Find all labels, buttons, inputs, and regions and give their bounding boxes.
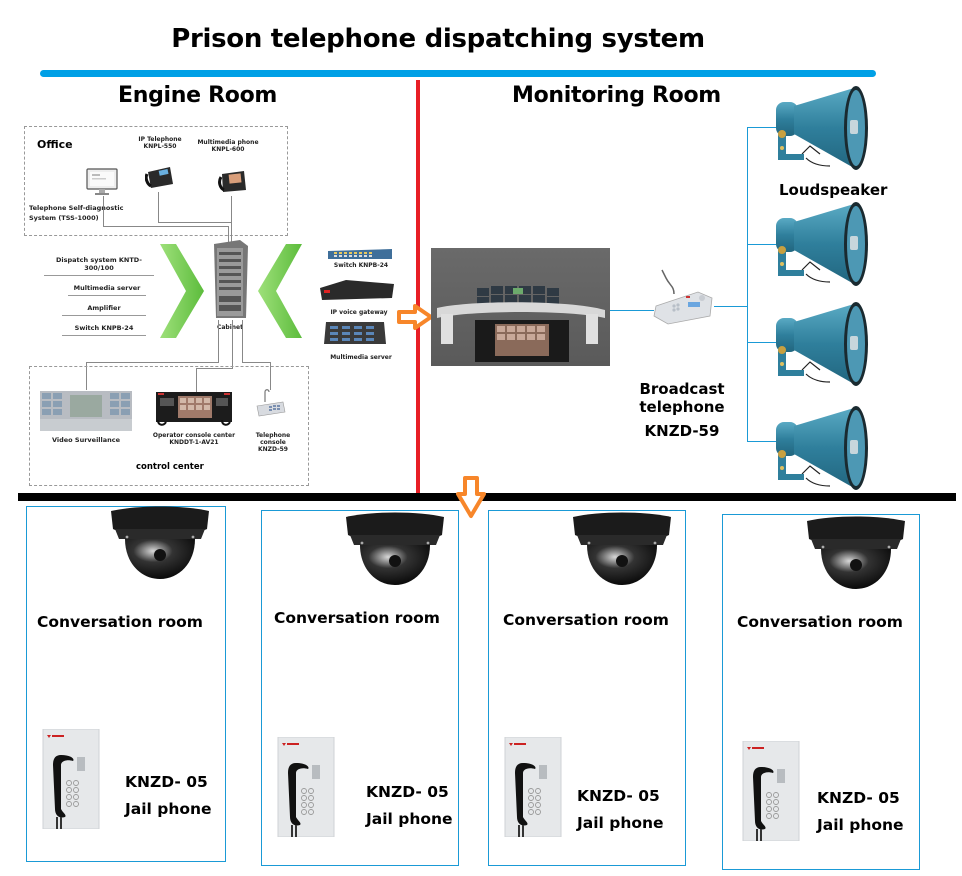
connector-line xyxy=(747,244,777,245)
dome-camera-icon xyxy=(107,505,213,585)
dome-camera-icon xyxy=(803,515,909,595)
operator-console-label: Operator console center KNDDT-1-AV21 xyxy=(152,432,236,446)
conversation-room: Conversation room KNZD- 05 Jail phone xyxy=(722,514,920,870)
jail-phone-label: KNZD- 05 Jail phone xyxy=(366,779,453,833)
arrow-down-icon xyxy=(456,476,486,520)
jail-phone-model: KNZD- 05 xyxy=(366,783,449,801)
computer-monitor-icon xyxy=(86,168,118,196)
cabinet-component-list: Dispatch system KNTD-300/100 Multimedia … xyxy=(44,256,154,336)
broadcast-telephone-icon xyxy=(652,266,714,328)
connector-line xyxy=(103,196,104,226)
jail-phone-label: KNZD- 05 Jail phone xyxy=(817,785,904,839)
connector-line xyxy=(86,362,219,363)
connector-line xyxy=(86,362,87,390)
voice-gateway-icon xyxy=(318,278,396,302)
telephone-console-icon xyxy=(255,388,287,418)
dome-camera-icon xyxy=(342,511,448,591)
connector-line xyxy=(242,362,270,363)
ip-phone-icon xyxy=(144,164,175,190)
loudspeaker-icon xyxy=(772,404,876,498)
operator-console-icon xyxy=(156,392,232,428)
loudspeaker-icon xyxy=(772,84,876,178)
loudspeaker-icon xyxy=(772,300,876,394)
cabinet-item: Multimedia server xyxy=(68,284,146,296)
connector-line xyxy=(231,196,232,242)
monitoring-room-heading: Monitoring Room xyxy=(512,83,721,108)
diagram-title: Prison telephone dispatching system xyxy=(171,24,705,54)
room-divider-vertical xyxy=(416,80,420,494)
connector-line xyxy=(196,368,197,392)
jail-phone-model: KNZD- 05 xyxy=(577,787,660,805)
connector-line xyxy=(270,362,271,390)
cabinet-item: Switch KNPB-24 xyxy=(62,324,146,336)
jail-phone-label: KNZD- 05 Jail phone xyxy=(125,769,212,823)
jail-phone-icon xyxy=(741,740,803,845)
conversation-room-label: Conversation room xyxy=(274,609,440,627)
arrow-right-icon xyxy=(397,304,435,330)
connector-line xyxy=(747,127,777,128)
office-label: Office xyxy=(37,138,73,151)
conversation-room: Conversation room KNZD- 05 Jail phone xyxy=(26,506,226,862)
cabinet-item: Dispatch system KNTD-300/100 xyxy=(44,256,154,276)
loudspeaker-icon xyxy=(772,200,876,294)
conversation-room: Conversation room KNZD- 05 Jail phone xyxy=(488,510,686,866)
multimedia-phone-label: Multimedia phone KNPL-600 xyxy=(197,139,259,153)
connector-line xyxy=(747,342,777,343)
jail-phone-type: Jail phone xyxy=(366,810,453,828)
cabinet-item: Amplifier xyxy=(62,304,146,316)
monitoring-console-image xyxy=(431,248,610,366)
switch-label: Switch KNPB-24 xyxy=(333,262,389,269)
connector-line xyxy=(196,368,233,369)
loudspeaker-label: Loudspeaker xyxy=(779,181,888,199)
cabinet-label: Cabinet xyxy=(216,324,243,331)
broadcast-telephone-label: Broadcast telephone KNZD-59 xyxy=(639,380,725,440)
control-center-box xyxy=(29,366,309,486)
connector-line xyxy=(232,320,233,368)
voice-gateway-label: IP voice gateway xyxy=(330,309,388,316)
server-icon xyxy=(322,320,388,346)
chevron-right-icon xyxy=(160,244,204,338)
jail-phone-type: Jail phone xyxy=(577,814,664,832)
ip-telephone-label: IP Telephone KNPL-550 xyxy=(138,136,182,150)
jail-phone-icon xyxy=(41,728,103,833)
telephone-console-label: Telephone console KNZD-59 xyxy=(255,432,291,453)
jail-phone-model: KNZD- 05 xyxy=(125,773,208,791)
jail-phone-type: Jail phone xyxy=(125,800,212,818)
jail-phone-icon xyxy=(276,736,338,841)
engine-room-heading: Engine Room xyxy=(118,83,278,108)
conversation-room-label: Conversation room xyxy=(503,611,669,629)
jail-phone-label: KNZD- 05 Jail phone xyxy=(577,783,664,837)
title-underline xyxy=(40,70,876,77)
jail-phone-model: KNZD- 05 xyxy=(817,789,900,807)
chevron-left-icon xyxy=(258,244,302,338)
control-center-label: control center xyxy=(136,462,204,472)
connector-line xyxy=(242,320,243,362)
jail-phone-type: Jail phone xyxy=(817,816,904,834)
conversation-room: Conversation room KNZD- 05 Jail phone xyxy=(261,510,459,866)
video-surveillance-label: Video Surveillance xyxy=(51,436,121,444)
connector-line xyxy=(218,320,219,362)
connector-line xyxy=(103,226,228,227)
self-diagnostic-label: Telephone Self-diagnostic System (TSS-10… xyxy=(29,204,124,222)
room-divider-horizontal xyxy=(18,493,956,501)
conversation-room-label: Conversation room xyxy=(737,613,903,631)
connector-line xyxy=(714,306,747,307)
cabinet-rack-icon xyxy=(210,240,250,320)
connector-line xyxy=(158,222,231,223)
jail-phone-icon xyxy=(503,736,565,841)
video-wall-icon xyxy=(40,391,132,431)
connector-line xyxy=(747,441,777,442)
office-box xyxy=(24,126,288,236)
speaker-bus-line xyxy=(747,127,748,441)
connector-line xyxy=(228,226,229,242)
multimedia-server-label: Multimedia server xyxy=(330,354,392,361)
dome-camera-icon xyxy=(569,511,675,591)
conversation-room-label: Conversation room xyxy=(37,613,203,631)
network-switch-icon xyxy=(326,246,394,260)
connector-line xyxy=(610,310,654,311)
connector-line xyxy=(158,192,159,222)
multimedia-phone-icon xyxy=(218,168,248,194)
